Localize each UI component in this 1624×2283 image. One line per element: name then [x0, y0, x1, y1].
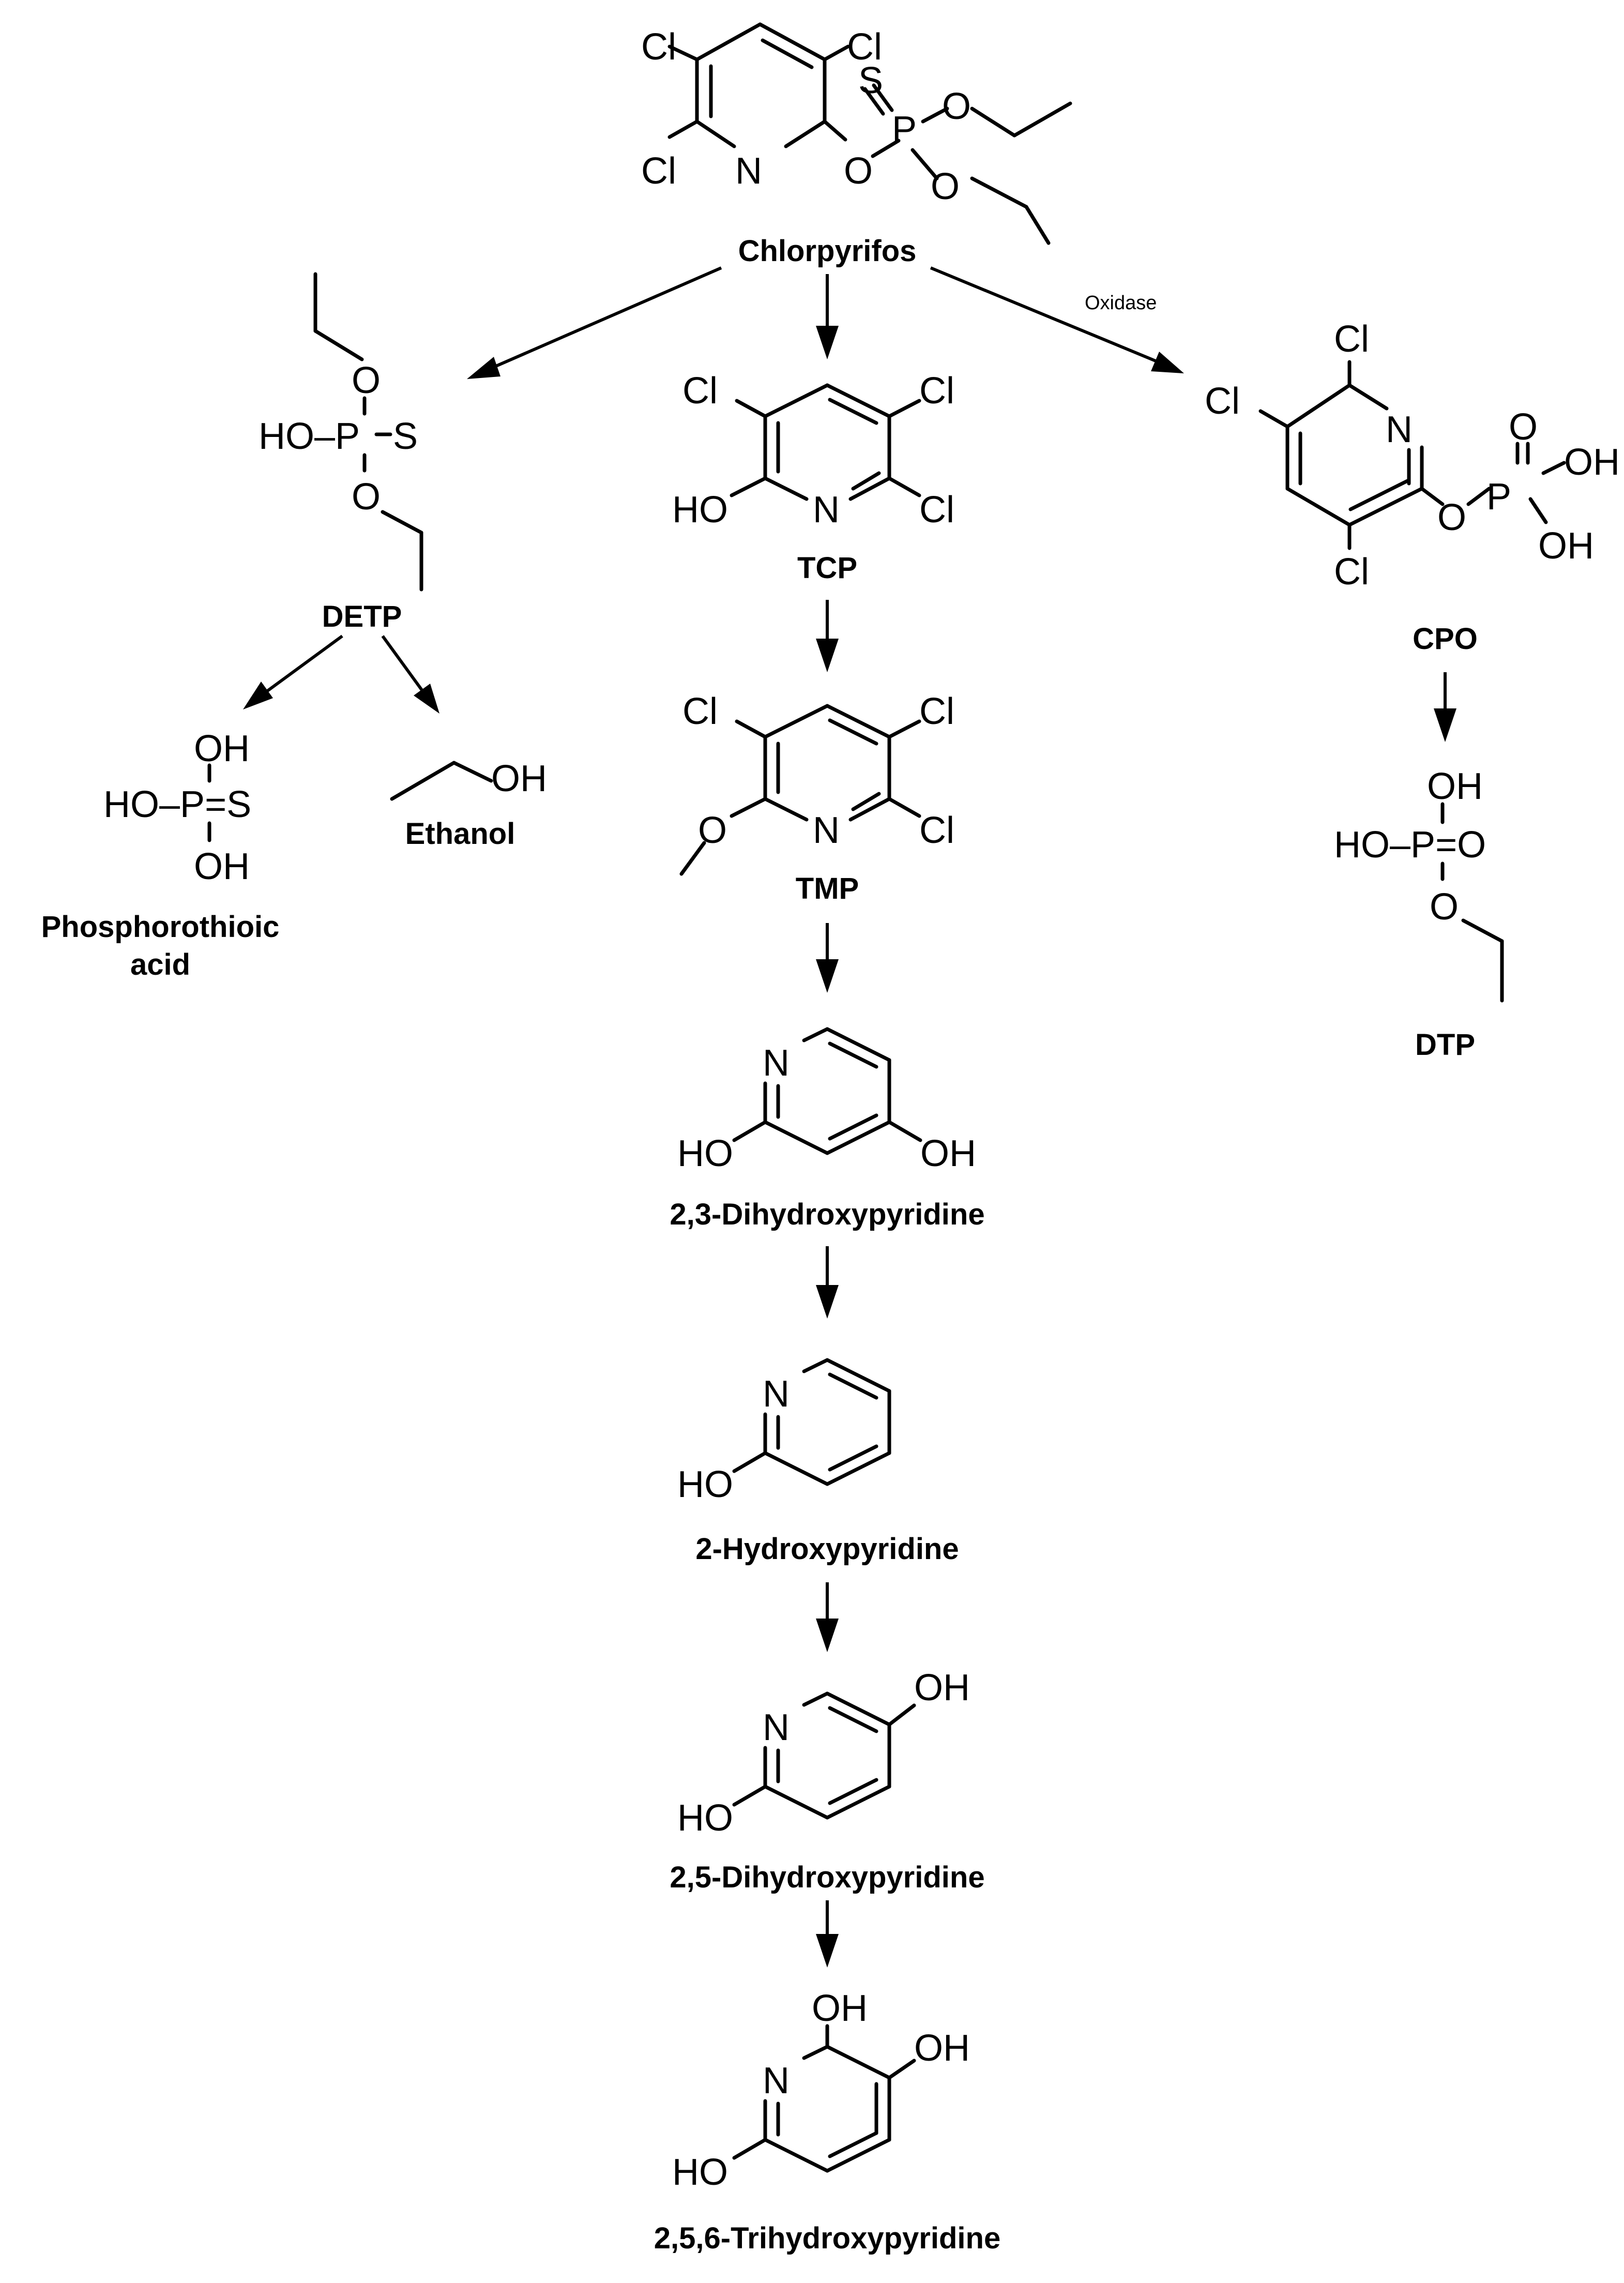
label-tcp: TCP: [797, 551, 857, 585]
phosphorothioic-oh-bottom: OH: [194, 846, 250, 887]
detp-o-top: O: [352, 360, 381, 401]
cpo-cl-1: Cl: [1334, 319, 1369, 360]
label-ethanol: Ethanol: [405, 817, 515, 851]
chlorpyrifos-o-2: O: [942, 86, 971, 127]
25dhp-ho: HO: [677, 1797, 733, 1839]
cpo-n: N: [1386, 409, 1413, 450]
cpo-o-double: O: [1509, 406, 1538, 448]
ethanol-structure: OH: [390, 758, 547, 801]
dtp-ho-p-o: HO–P=O: [1334, 824, 1486, 866]
25-dihydroxypyridine-structure: N HO OH: [677, 1667, 970, 1839]
tcp-cl-1: Cl: [682, 370, 718, 412]
cpo-cl-2: Cl: [1205, 381, 1240, 422]
arrow-cpo-to-dtp: [1434, 672, 1456, 742]
256thp-n: N: [763, 2060, 790, 2101]
phosphorothioic-acid-structure: OH HO–P=S OH: [103, 728, 251, 887]
chlorpyrifos-cl-2: Cl: [847, 26, 882, 68]
label-2-hydroxypyridine: 2-Hydroxypyridine: [695, 1532, 959, 1566]
tmp-cl-3: Cl: [919, 810, 954, 851]
25dhp-n: N: [763, 1707, 790, 1748]
23dhp-ho: HO: [677, 1133, 733, 1174]
cpo-oh-1: OH: [1564, 442, 1620, 483]
label-25-dihydroxypyridine: 2,5-Dihydroxypyridine: [670, 1861, 984, 1894]
chlorpyrifos-structure: Cl Cl Cl N O S P O O: [641, 22, 1072, 245]
cpo-p: P: [1486, 476, 1511, 518]
256thp-oh-top: OH: [812, 1988, 868, 2029]
arrow-detp-to-ethanol: [381, 635, 439, 714]
cpo-oh-2: OH: [1538, 525, 1594, 567]
tcp-ho: HO: [672, 489, 728, 531]
2-hydroxypyridine-structure: N HO: [677, 1358, 891, 1505]
detp-o-bottom: O: [352, 476, 381, 518]
label-dtp: DTP: [1415, 1028, 1475, 1062]
23dhp-oh: OH: [920, 1133, 976, 1174]
2hp-n: N: [763, 1373, 790, 1415]
tmp-cl-1: Cl: [682, 691, 718, 732]
phosphorothioic-ho-p-s: HO–P=S: [103, 784, 251, 825]
detp-ho-p: HO–P: [259, 416, 360, 457]
label-chlorpyrifos: Chlorpyrifos: [738, 234, 917, 268]
arrow-to-cpo: [930, 266, 1184, 373]
cpo-o-ester: O: [1437, 497, 1466, 538]
chlorpyrifos-o-1: O: [844, 150, 873, 192]
label-phosphorothioic-line2: acid: [130, 948, 190, 981]
23-dihydroxypyridine-structure: N HO OH: [677, 1027, 976, 1174]
arrow-detp-to-phosphorothioic: [243, 634, 343, 709]
arrow-to-detp: [467, 266, 722, 379]
chlorpyrifos-s: S: [858, 60, 883, 101]
tmp-structure: Cl Cl O N Cl: [679, 691, 954, 876]
phosphorothioic-oh-top: OH: [194, 728, 250, 769]
tcp-n: N: [813, 489, 840, 531]
label-tmp: TMP: [796, 872, 859, 905]
256-trihydroxypyridine-structure: OH OH N HO: [672, 1988, 970, 2193]
detp-s: S: [393, 416, 418, 457]
dtp-structure: OH HO–P=O O: [1334, 766, 1504, 1003]
2hp-ho: HO: [677, 1464, 733, 1505]
arrow-to-tcp: [816, 274, 839, 359]
label-256-trihydroxypyridine: 2,5,6-Trihydroxypyridine: [654, 2221, 1000, 2255]
chlorpyrifos-p: P: [892, 109, 917, 150]
tmp-cl-2: Cl: [919, 691, 954, 732]
tcp-cl-3: Cl: [919, 489, 954, 531]
label-cpo: CPO: [1413, 622, 1478, 656]
ethanol-oh: OH: [491, 758, 547, 799]
25dhp-oh: OH: [914, 1667, 970, 1709]
arrow-tmp-to-23dhp: [816, 923, 839, 993]
arrow-tcp-to-tmp: [816, 600, 839, 672]
cpo-structure: Cl Cl N Cl O P O OH OH: [1205, 319, 1620, 593]
label-detp: DETP: [322, 600, 402, 633]
dtp-oh: OH: [1427, 766, 1483, 807]
256thp-oh-right: OH: [914, 2028, 970, 2069]
label-oxidase: Oxidase: [1085, 292, 1157, 314]
arrow-25dhp-to-256thp: [816, 1900, 839, 1968]
label-phosphorothioic-line1: Phosphorothioic: [41, 910, 280, 944]
label-23-dihydroxypyridine: 2,3-Dihydroxypyridine: [670, 1198, 984, 1231]
chlorpyrifos-o-3: O: [931, 166, 960, 207]
arrow-23dhp-to-2hp: [816, 1246, 839, 1319]
tmp-n: N: [813, 810, 840, 851]
detp-structure: O HO–P S O: [259, 272, 423, 592]
chlorpyrifos-cl-3: Cl: [641, 150, 676, 192]
tcp-cl-2: Cl: [919, 370, 954, 412]
dtp-o: O: [1430, 886, 1459, 928]
chlorpyrifos-cl-1: Cl: [641, 26, 676, 68]
256thp-ho: HO: [672, 2152, 728, 2193]
tmp-o: O: [698, 810, 727, 851]
arrow-2hp-to-25dhp: [816, 1582, 839, 1652]
cpo-cl-3: Cl: [1334, 551, 1369, 593]
chlorpyrifos-n: N: [735, 150, 762, 192]
23dhp-n: N: [763, 1042, 790, 1084]
tcp-structure: Cl Cl HO N Cl: [672, 370, 954, 531]
